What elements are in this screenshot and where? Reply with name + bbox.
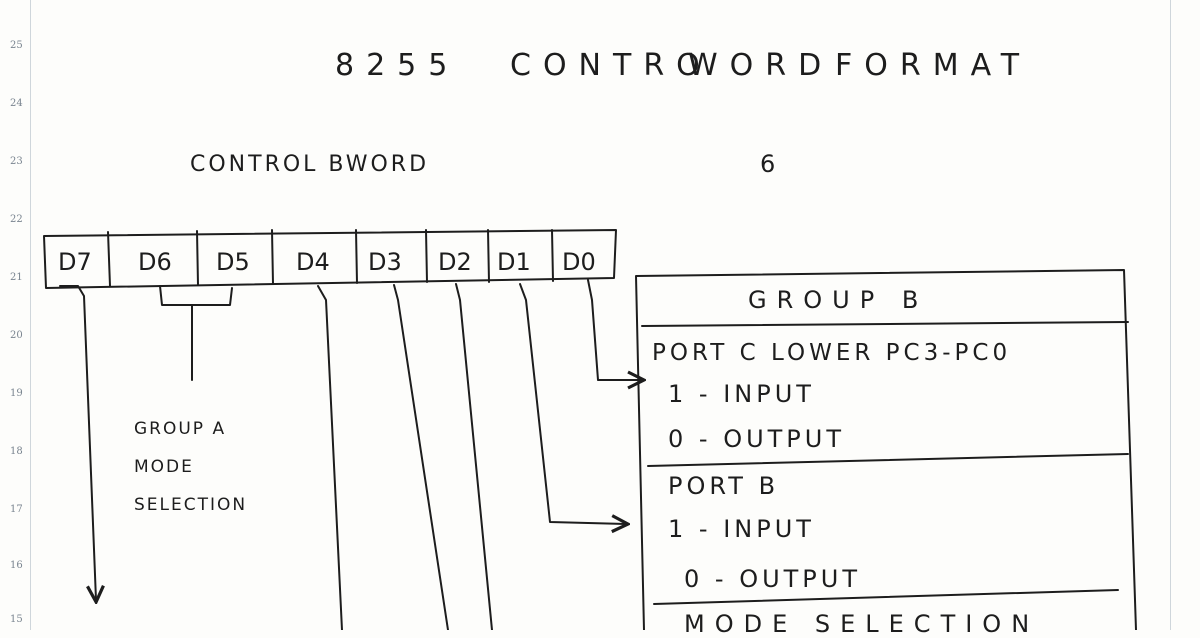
register-divider: [487, 229, 490, 283]
group-b-title-divider: [641, 321, 1129, 327]
page-mark: 6: [760, 150, 776, 178]
register-outline: [43, 229, 617, 289]
group-b-title: GROUP B: [748, 286, 929, 314]
line-number: 22: [10, 214, 23, 225]
port-c-divider: [647, 453, 1129, 467]
line-number: 19: [10, 388, 23, 399]
line-number: 24: [10, 98, 23, 109]
port-c-option-output: 0 - OUTPUT: [668, 425, 846, 453]
register-divider: [271, 229, 274, 285]
d0-connector: [587, 279, 642, 380]
group-b-box: [635, 269, 1137, 630]
group-a-bracket: [159, 285, 233, 306]
register-divider: [551, 229, 554, 282]
control-word-label: CONTROL BWORD: [190, 152, 430, 177]
d2-connector: [455, 283, 493, 630]
bit-d0: D0: [562, 248, 596, 276]
heading-word-format: FORMAT: [835, 48, 1032, 83]
d1-connector: [519, 283, 626, 524]
group-a-label: GROUP A MODE SELECTION: [134, 410, 247, 524]
port-b-option-input: 1 - INPUT: [668, 515, 815, 543]
port-b-divider: [653, 589, 1119, 605]
port-c-option-input: 1 - INPUT: [668, 380, 815, 408]
register-divider: [107, 231, 111, 287]
line-number: 15: [10, 614, 23, 625]
line-number: 25: [10, 40, 23, 51]
right-margin-line: [1170, 0, 1171, 630]
bit-d7: D7: [58, 248, 92, 276]
heading-word-control: CONTRO: [510, 48, 712, 83]
group-a-line1: GROUP A: [134, 419, 227, 439]
d7-connector: [59, 285, 96, 600]
bit-d3: D3: [368, 248, 402, 276]
line-number: 23: [10, 156, 23, 167]
left-margin-line: [30, 0, 31, 630]
d4-connector: [317, 285, 343, 630]
port-b-heading: PORT B: [668, 472, 780, 500]
heading-number: 8255: [335, 48, 460, 83]
bit-d1: D1: [497, 248, 531, 276]
bit-d2: D2: [438, 248, 472, 276]
bit-d5: D5: [216, 248, 250, 276]
group-a-line3: SELECTION: [134, 495, 248, 515]
port-b-option-output: 0 - OUTPUT: [684, 565, 862, 593]
bit-d6: D6: [138, 248, 172, 276]
line-number: 16: [10, 560, 23, 571]
group-a-line2: MODE: [134, 457, 194, 477]
d3-connector: [393, 284, 449, 630]
heading-word-word: WORD: [688, 48, 834, 83]
bit-d4: D4: [296, 248, 330, 276]
port-c-lower-heading: PORT C LOWER PC3-PC0: [652, 340, 1012, 366]
line-number: 20: [10, 330, 23, 341]
line-number: 18: [10, 446, 23, 457]
register-divider: [196, 230, 199, 286]
line-number: 17: [10, 504, 23, 515]
register-divider: [425, 229, 428, 283]
line-number: 21: [10, 272, 23, 283]
register-divider: [355, 229, 358, 284]
